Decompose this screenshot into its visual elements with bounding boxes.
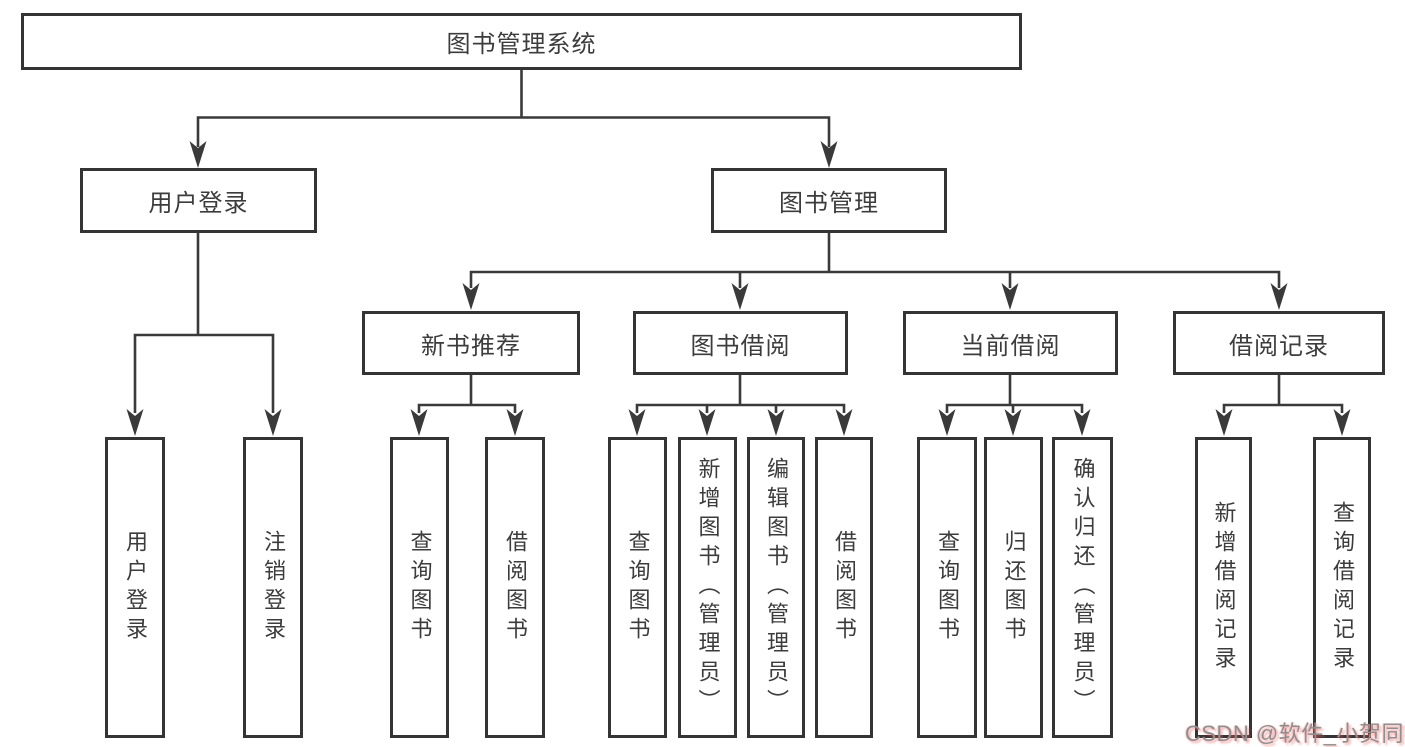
leaf-borrow-books: 借阅图书	[815, 437, 873, 738]
node-user-login: 用户登录	[80, 168, 317, 233]
leaf-add-borrow-record: 新增借阅记录	[1195, 437, 1252, 738]
watermark-csdn: CSDN @软件_小贺同学	[1185, 721, 1405, 746]
node-borrowing-records: 借阅记录	[1173, 311, 1385, 375]
node-root-library-system: 图书管理系统	[21, 13, 1022, 70]
leaf-user-login: 用户登录	[105, 437, 165, 738]
node-book-borrowing: 图书借阅	[633, 311, 848, 375]
leaf-query-books-recommend: 查询图书	[390, 437, 449, 738]
node-book-management: 图书管理	[711, 168, 947, 233]
arrowhead-icons	[126, 141, 1351, 436]
leaf-query-books-borrowing: 查询图书	[608, 437, 667, 738]
node-new-book-recommendation: 新书推荐	[362, 311, 580, 375]
leaf-borrow-books-recommend: 借阅图书	[485, 437, 545, 738]
leaf-return-books: 归还图书	[984, 437, 1043, 738]
leaf-query-books-current: 查询图书	[917, 437, 977, 738]
leaf-confirm-return-admin: 确认归还（管理员）	[1052, 437, 1113, 738]
leaf-logout: 注销登录	[243, 437, 303, 738]
node-current-borrowing: 当前借阅	[903, 311, 1118, 375]
leaf-query-borrow-record: 查询借阅记录	[1313, 437, 1371, 738]
leaf-add-books-admin: 新增图书（管理员）	[678, 437, 737, 738]
leaf-edit-books-admin: 编辑图书（管理员）	[747, 437, 805, 738]
